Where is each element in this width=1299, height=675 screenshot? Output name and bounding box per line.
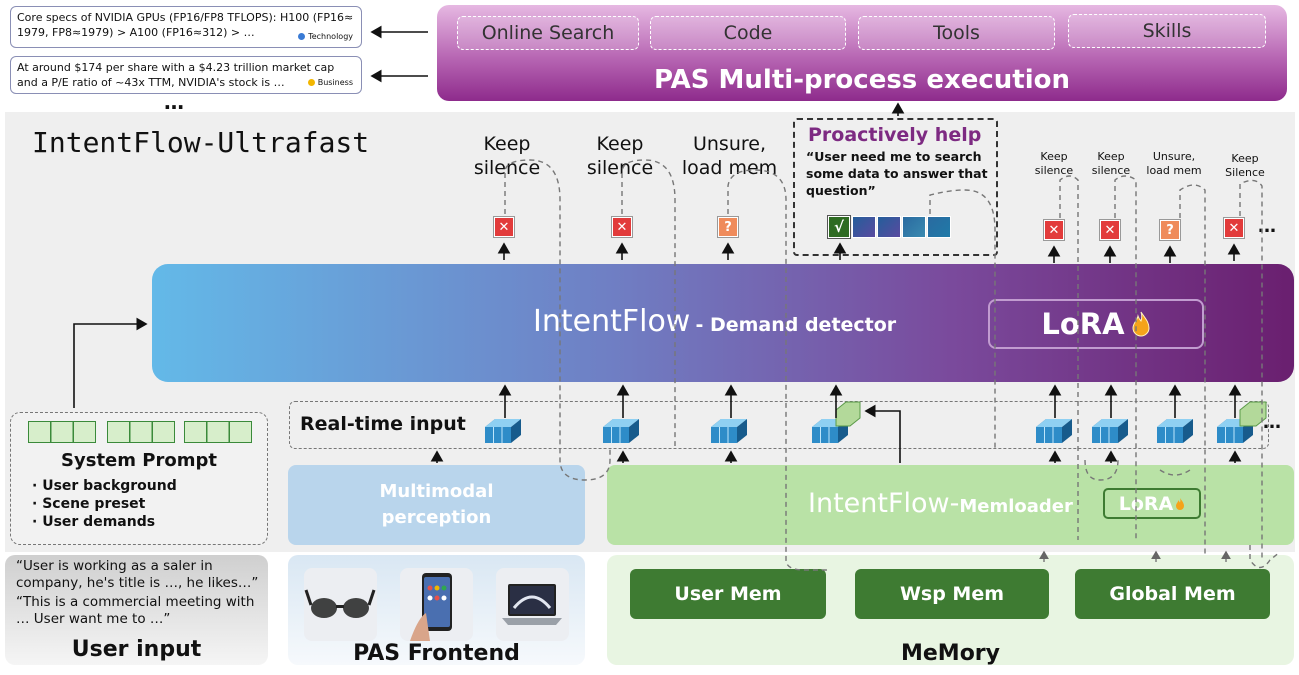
decision-label-keep-silence: Keep Silence	[1225, 152, 1265, 179]
proactive-help-title: Proactively help	[808, 124, 982, 146]
user-input-quote: “This is a commercial meeting with … Use…	[16, 594, 255, 627]
unsure-icon: ?	[718, 217, 738, 237]
demand-detector-block	[152, 264, 1294, 382]
tab-skills[interactable]: Skills	[1068, 14, 1266, 48]
search-result-card-business[interactable]: At around $174 per share with a $4.23 tr…	[10, 56, 362, 94]
prompt-token-strip	[28, 421, 96, 443]
token-block	[852, 216, 876, 238]
tag-dot-icon	[298, 33, 306, 40]
search-result-card-technology[interactable]: Core specs of NVIDIA GPUs (FP16/FP8 TFLO…	[10, 6, 362, 48]
category-tag: Technology	[298, 29, 353, 44]
decision-label-keep-silence: Keep silence	[1091, 150, 1131, 177]
laptop-icon	[502, 584, 562, 625]
check-icon: √	[828, 216, 850, 238]
demand-lora-badge: LoRA	[988, 299, 1204, 349]
system-prompt-item: · Scene preset	[32, 496, 146, 512]
ultrafast-title: IntentFlow-Ultrafast	[32, 126, 370, 159]
proactive-help-quote: “User need me to search some data to ans…	[806, 149, 988, 198]
decision-label-keep-silence: Keep silence	[586, 133, 654, 179]
smartphone-image	[400, 568, 473, 641]
category-tag: Business	[307, 75, 353, 90]
tab-code[interactable]: Code	[650, 16, 846, 50]
more-inputs-ellipsis: …	[1263, 412, 1281, 433]
decision-label-keep-silence: Keep silence	[473, 133, 541, 179]
token-block	[927, 216, 951, 238]
search-result-text: At around $174 per share with a $4.23 tr…	[17, 61, 335, 89]
lora-label: LoRA	[1118, 492, 1174, 515]
user-input-quote: “User is working as a saler in company, …	[16, 558, 259, 591]
memory-title: MeMory	[900, 641, 1000, 666]
flame-icon	[1176, 497, 1185, 510]
global-mem-button[interactable]: Global Mem	[1075, 569, 1270, 619]
prompt-token-strip	[107, 421, 175, 443]
unsure-icon: ?	[1160, 220, 1180, 240]
tab-tools[interactable]: Tools	[858, 16, 1055, 50]
memloader-title: IntentFlow-Memloader	[808, 488, 1073, 519]
decision-label-unsure-load-mem: Unsure, load mem	[681, 133, 778, 179]
reject-icon: ✕	[1100, 220, 1120, 240]
user-mem-button[interactable]: User Mem	[630, 569, 826, 619]
reject-icon: ✕	[494, 217, 514, 237]
token-block	[877, 216, 901, 238]
user-input-title: User input	[71, 637, 202, 662]
flame-icon	[1132, 311, 1150, 337]
reject-icon: ✕	[1044, 220, 1064, 240]
user-input-panel	[5, 555, 268, 665]
memloader-lora-badge: LoRA	[1103, 488, 1201, 519]
laptop-image	[496, 568, 569, 641]
reject-icon: ✕	[1224, 218, 1244, 238]
pas-execution-title: PAS Multi-process execution	[653, 65, 1070, 95]
system-prompt-title: System Prompt	[61, 450, 217, 471]
prompt-token-strip	[184, 421, 252, 443]
wsp-mem-button[interactable]: Wsp Mem	[855, 569, 1049, 619]
decision-label-keep-silence: Keep silence	[1034, 150, 1074, 177]
tag-dot-icon	[307, 79, 315, 86]
reject-icon: ✕	[612, 217, 632, 237]
demand-detector-sub: - Demand detector	[695, 314, 897, 336]
smart-glasses-image	[304, 568, 377, 641]
token-block	[902, 216, 926, 238]
multimodal-perception-block: Multimodal perception	[288, 465, 585, 545]
search-result-text: Core specs of NVIDIA GPUs (FP16/FP8 TFLO…	[17, 11, 354, 39]
decision-label-unsure-load-mem: Unsure, load mem	[1146, 150, 1202, 177]
system-prompt-item: · User background	[32, 478, 177, 494]
memloader-main: IntentFlow-	[808, 488, 960, 519]
tab-online-search[interactable]: Online Search	[457, 16, 639, 50]
lora-label: LoRA	[1041, 307, 1125, 341]
more-decisions-ellipsis: …	[1258, 216, 1276, 237]
demand-detector-title: IntentFlow - Demand detector	[533, 304, 896, 339]
glasses-icon	[304, 589, 376, 618]
more-results-ellipsis: …	[164, 90, 184, 114]
demand-detector-main: IntentFlow	[533, 304, 691, 339]
system-prompt-item: · User demands	[32, 514, 156, 530]
memloader-sub: Memloader	[959, 496, 1073, 517]
realtime-input-label: Real-time input	[300, 413, 466, 435]
phone-icon	[410, 573, 452, 641]
frontend-title: PAS Frontend	[353, 641, 520, 666]
